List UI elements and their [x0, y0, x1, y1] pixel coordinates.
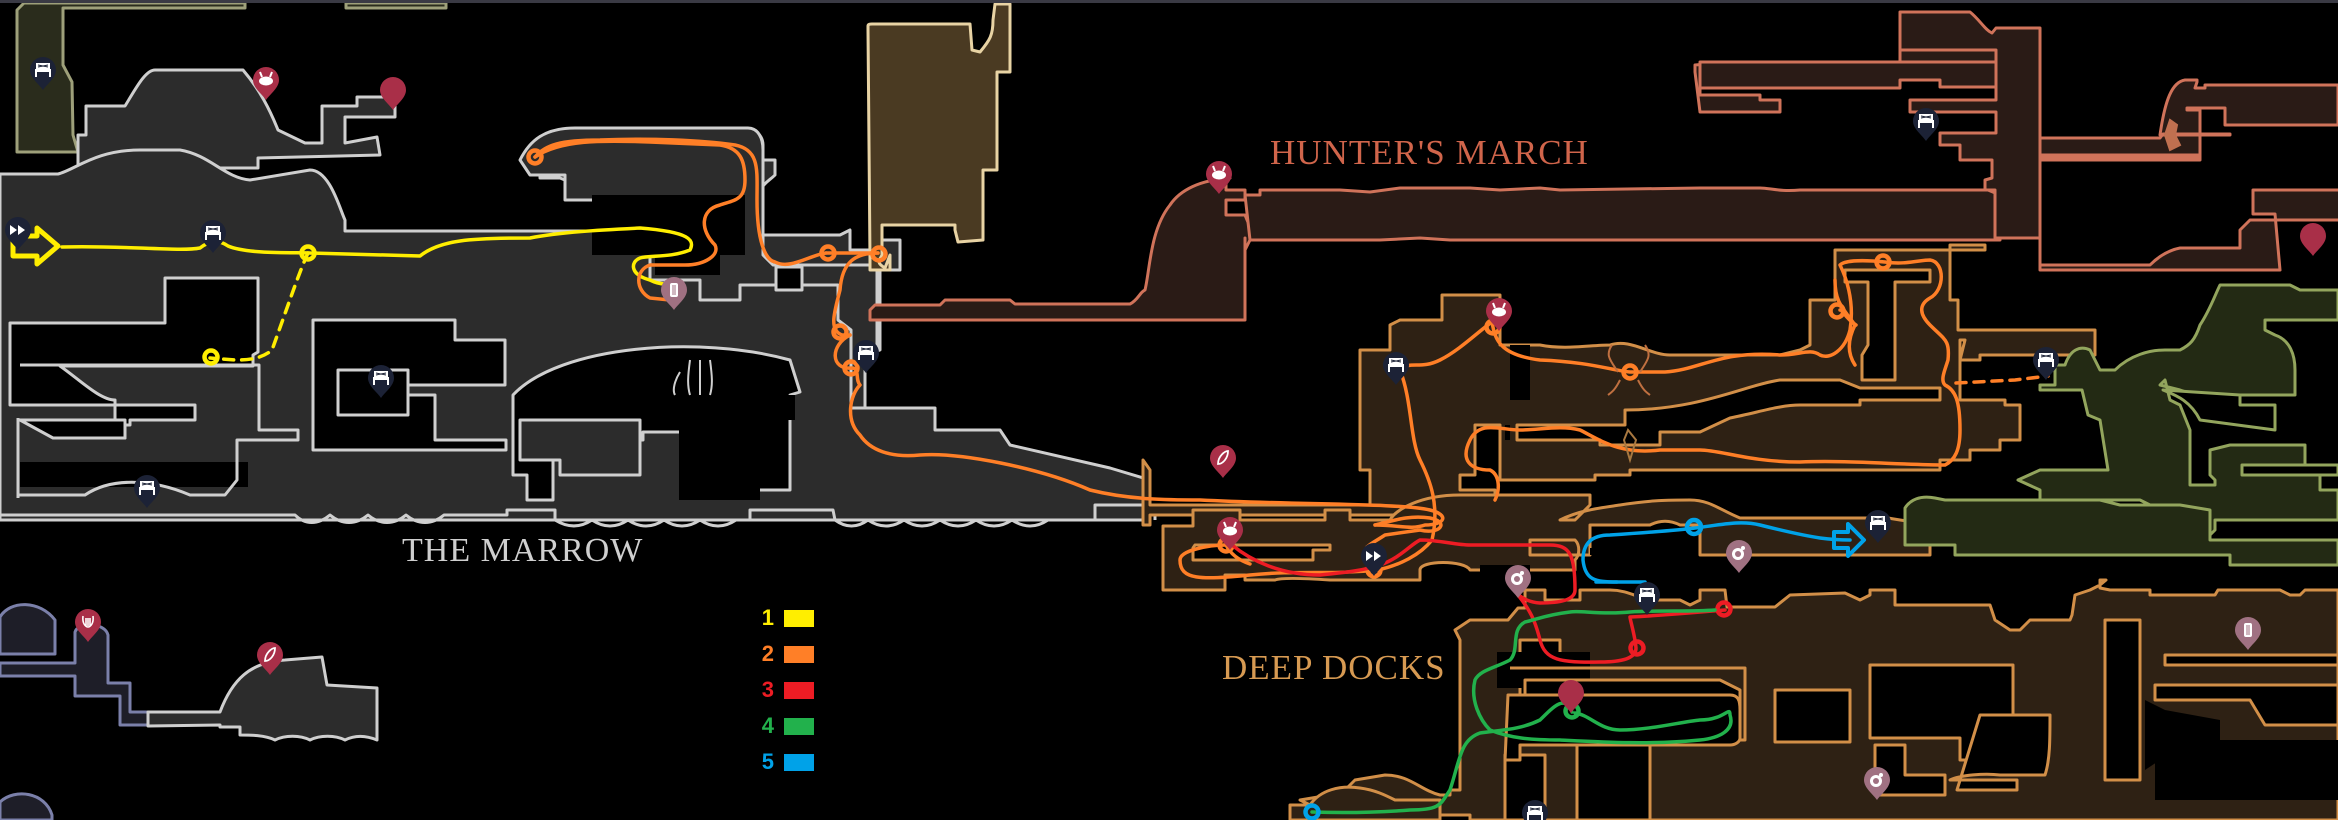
bench-marker[interactable] [134, 475, 160, 508]
bench-marker[interactable] [1522, 800, 1548, 820]
region-bellhart [866, 2, 1012, 272]
legend-item-2: 2 [752, 636, 814, 672]
region-label-hunters-march: HUNTER'S MARCH [1270, 133, 1589, 172]
feather-marker[interactable] [257, 642, 283, 675]
marker-pin [380, 77, 406, 110]
bench-icon [1639, 588, 1655, 602]
legend-swatch [784, 681, 814, 699]
rosary-pink-marker[interactable] [1505, 565, 1531, 598]
marker-pin [1913, 108, 1939, 141]
pillar-pink-marker[interactable] [661, 277, 687, 310]
marker-pin [1558, 680, 1584, 713]
route-5-end-arrow [1832, 522, 1866, 558]
lyre-icon [82, 615, 94, 628]
feather-marker[interactable] [1210, 445, 1236, 478]
fast-travel-icon [10, 225, 25, 235]
route-5 [1303, 517, 1866, 820]
region-left-violet [0, 603, 150, 820]
plain-red-marker[interactable] [1558, 680, 1584, 713]
crab-icon [259, 71, 273, 86]
region-moss [1903, 283, 2338, 567]
bench-marker[interactable] [2033, 347, 2059, 380]
bench-icon [858, 346, 874, 360]
fast-travel-icon [1366, 551, 1381, 561]
statue-ornament [2163, 118, 2182, 152]
crab-marker[interactable] [1217, 517, 1243, 550]
legend-number: 4 [761, 713, 774, 738]
feather-icon [264, 647, 276, 662]
rosary-pink-icon [1732, 546, 1745, 560]
bench-icon [1388, 358, 1404, 372]
window-top-border [0, 0, 2338, 3]
bench-marker[interactable] [200, 220, 226, 253]
region-hunters-march [868, 10, 2338, 322]
rosary-pink-icon [1870, 773, 1883, 787]
legend-number: 5 [761, 749, 774, 774]
pillar-pink-icon [670, 283, 678, 297]
pillar-pink-icon [2244, 623, 2252, 637]
route-1-start-arrow [10, 225, 61, 267]
plain-red-marker[interactable] [380, 77, 406, 110]
region-label-the-marrow: THE MARROW [402, 532, 644, 569]
feather-icon [1217, 450, 1229, 465]
decorative-glyphs [672, 118, 2182, 464]
rosary-pink-marker[interactable] [1864, 767, 1890, 800]
legend-number: 2 [761, 641, 774, 666]
legend-swatch [784, 753, 814, 771]
crab-marker[interactable] [253, 67, 279, 100]
dome-ribs [672, 359, 713, 396]
route-3 [1230, 538, 1733, 664]
fast-travel-marker[interactable] [1361, 543, 1387, 576]
bench-icon [139, 481, 155, 495]
legend-item-4: 4 [752, 708, 814, 744]
crab-icon [1212, 165, 1226, 180]
spire-ornament [1622, 428, 1638, 464]
legend-item-3: 3 [752, 672, 814, 708]
legend-number: 3 [761, 677, 774, 702]
bench-marker[interactable] [1634, 582, 1660, 615]
bench-marker[interactable] [1913, 108, 1939, 141]
legend-swatch [784, 609, 814, 627]
bench-marker[interactable] [1865, 510, 1891, 543]
bench-marker[interactable] [1383, 352, 1409, 385]
region-the-marrow [0, 1, 1157, 742]
legend-swatch [784, 717, 814, 735]
lace-ornament [1607, 344, 1651, 396]
region-label-deep-docks: DEEP DOCKS [1222, 648, 1446, 687]
plain-red-marker[interactable] [2300, 223, 2326, 256]
lyre-marker[interactable] [75, 609, 101, 642]
pillar-pink-marker[interactable] [2235, 617, 2261, 650]
fast-travel-marker[interactable] [5, 217, 31, 250]
bench-icon [1870, 516, 1886, 530]
rosary-pink-icon [1511, 571, 1524, 585]
crab-icon [1492, 302, 1506, 317]
rosary-pink-marker[interactable] [1726, 540, 1752, 573]
legend-swatch [784, 645, 814, 663]
bench-icon [1527, 806, 1543, 820]
bench-icon [373, 371, 389, 385]
bench-icon [1918, 114, 1934, 128]
bench-icon [2038, 353, 2054, 367]
bench-marker[interactable] [368, 365, 394, 398]
legend-item-1: 1 [752, 600, 814, 636]
bench-icon [35, 63, 51, 77]
crab-icon [1223, 521, 1237, 536]
crab-marker[interactable] [1206, 161, 1232, 194]
marker-pin [2300, 223, 2326, 256]
bench-marker[interactable] [853, 340, 879, 373]
legend-number: 1 [761, 605, 774, 630]
map-markers [5, 57, 2326, 820]
legend-item-5: 5 [752, 744, 814, 780]
crab-marker[interactable] [1486, 298, 1512, 331]
bench-marker[interactable] [30, 57, 56, 90]
bench-icon [205, 226, 221, 240]
route-legend: 1 2 3 4 5 [752, 600, 814, 780]
